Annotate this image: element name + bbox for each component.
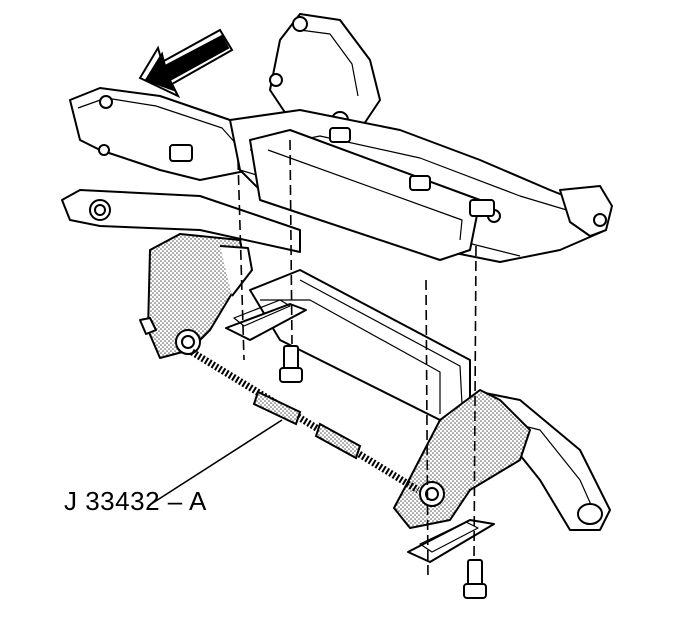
mounting-plate-left xyxy=(225,299,307,341)
installation-center-lines xyxy=(237,139,477,581)
forward-direction-arrow-icon xyxy=(138,28,234,99)
transmission-support-body xyxy=(249,269,471,421)
tool-callout-leader-line xyxy=(147,419,283,507)
tool-threaded-rod xyxy=(190,349,420,493)
bolt-right-icon xyxy=(463,559,487,599)
right-tool-bracket xyxy=(393,389,531,529)
mounting-plate-right xyxy=(407,519,495,563)
left-tool-bracket xyxy=(139,233,253,359)
engine-crossmember-frame xyxy=(69,13,613,263)
bolt-left-icon xyxy=(279,345,303,383)
tool-callout-label: J 33432 – A xyxy=(64,486,207,516)
